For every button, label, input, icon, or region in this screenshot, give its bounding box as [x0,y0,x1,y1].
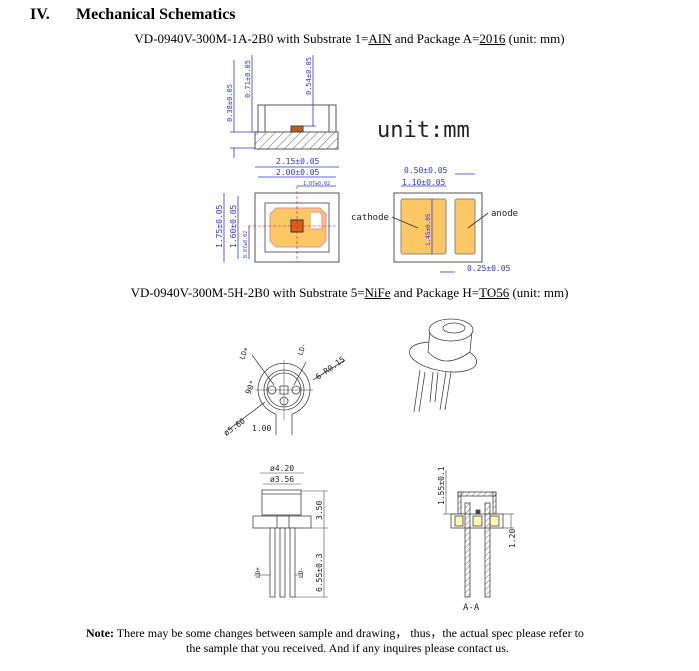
section-number: IV. [30,6,50,23]
caption-text: (unit: mm) [505,31,565,46]
section-heading: IV. Mechanical Schematics [30,6,236,24]
substrate-value: NiFe [364,285,391,300]
caption-text: VD-0940V-300M-1A-2B0 with Substrate 1= [134,31,369,46]
package-value: TO56 [479,285,510,300]
dim-label: 1.75±0.05 [215,204,224,248]
to56-3d-view [409,318,477,413]
section-label: A-A [463,603,480,613]
to56-side-view [252,472,328,598]
to56-front-view [227,354,346,435]
unit-label: unit:mm [377,118,470,143]
dim-label: 0.87±0.02 [243,231,249,258]
anode-label: anode [491,209,518,219]
dim-label: ø5.60 [222,416,247,437]
note-label: Note: [86,626,114,640]
dim-label: 0.25±0.05 [467,264,511,273]
dim-label: 0.54±0.05 [305,57,313,95]
caption-text: (unit: mm) [509,285,569,300]
dim-label: LD+ [238,346,250,361]
dim-label: LD- [298,567,305,578]
dim-label: 1.20 [508,529,517,548]
substrate-value: AIN [368,31,392,46]
smd-caption: VD-0940V-300M-1A-2B0 with Substrate 1=AI… [0,31,699,47]
caption-text: and Package A= [391,31,480,46]
dim-label: 6-R0.15 [314,355,347,382]
section-title: Mechanical Schematics [76,6,236,23]
dim-label: ø3.56 [270,475,294,484]
dim-label: 1.55±0.1 [437,466,446,505]
package-value: 2016 [479,31,506,46]
dim-label: 0.38±0.05 [226,84,234,122]
dim-label: 2.00±0.05 [276,168,320,177]
cathode-label: cathode [351,213,389,223]
dim-label: 0.50±0.05 [404,166,448,175]
dim-label: 6.55±0.3 [315,553,324,592]
smd-side-view [230,55,339,158]
to56-cross-section [443,470,514,598]
dim-label: 1.60±0.05 [229,204,238,248]
note-line: There may be some changes between sample… [113,626,584,640]
to56-caption: VD-0940V-300M-5H-2B0 with Substrate 5=Ni… [0,285,699,301]
smd-top-view [223,166,340,263]
note: Note: There may be some changes between … [86,626,676,656]
dim-label: 2.15±0.05 [276,157,320,166]
dim-label: LD- [296,342,308,357]
note-line: the sample that you received. And if any… [186,641,509,655]
dim-label: 3.50 [315,501,324,520]
caption-text: VD-0940V-300M-5H-2B0 with Substrate 5= [130,285,365,300]
dim-label: LD+ [255,567,262,578]
dim-label: 1.07±0.02 [303,181,330,187]
smd-bottom-view [391,173,489,273]
dim-label: 90° [244,379,258,396]
dim-label: 1.45±0.05 [425,213,432,246]
dim-label: 0.71±0.05 [244,60,252,98]
caption-text: and Package H= [390,285,480,300]
dim-label: 1.10±0.05 [402,178,446,187]
dim-label: 1.00 [252,424,271,433]
dim-label: ø4.20 [270,464,294,473]
